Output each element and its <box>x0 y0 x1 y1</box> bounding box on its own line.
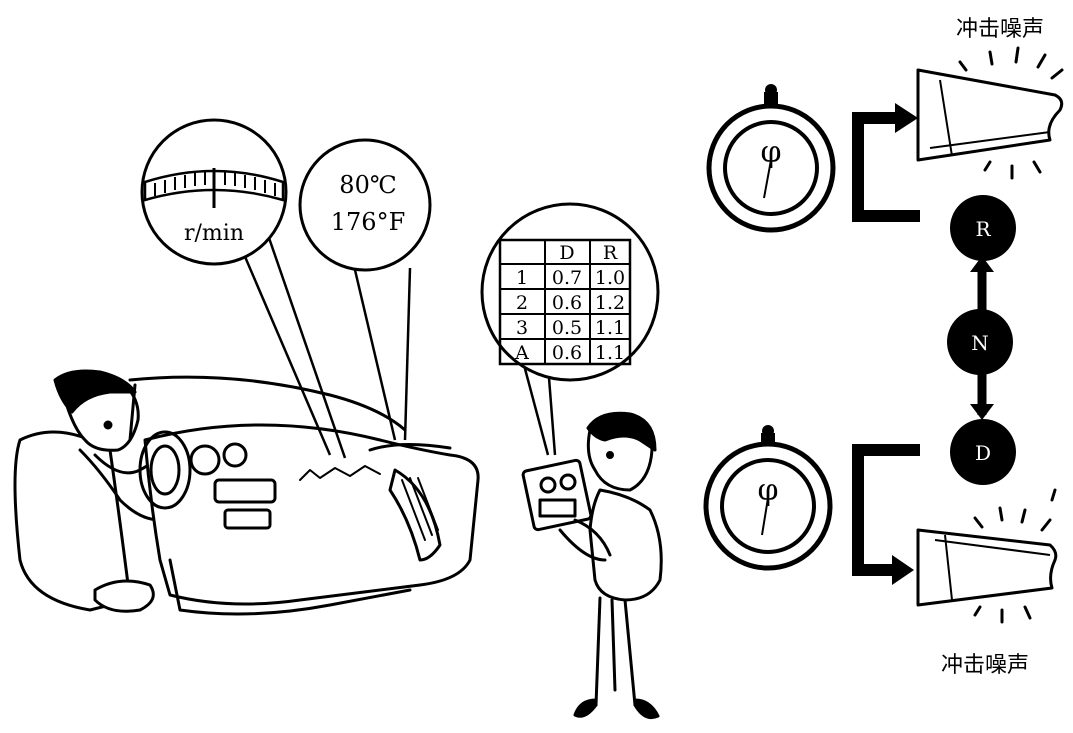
table-header-cell: R <box>603 242 618 264</box>
table-cell: 1.1 <box>595 317 625 339</box>
arrow-to-bottom-speaker <box>892 555 914 585</box>
tachometer-unit-label: r/min <box>184 221 244 246</box>
table-cell: 2 <box>516 292 528 314</box>
stopwatch-top-symbol: φ <box>760 135 781 170</box>
impact-noise-label-top: 冲击噪声 <box>956 17 1044 42</box>
delay-time-table <box>498 238 632 366</box>
gear-d-label: D <box>975 441 991 465</box>
gear-r-ball <box>950 195 1016 261</box>
temperature-fahrenheit-label: 176°F <box>331 208 405 236</box>
arrow-to-top-speaker <box>895 103 918 133</box>
impact-noise-speaker-top <box>916 68 1064 162</box>
table-cell: 0.7 <box>552 267 582 289</box>
bracket-arrow-bottom <box>852 444 920 576</box>
temperature-celsius-label: 80℃ <box>339 171 396 199</box>
stopwatch-top: φ <box>706 84 836 233</box>
table-cell: A <box>514 342 529 364</box>
gear-n-ball <box>947 309 1013 375</box>
technician-figure <box>521 411 663 720</box>
table-cell: 0.5 <box>552 317 582 339</box>
stopwatch-bottom: φ <box>703 425 833 571</box>
table-cell: 1.0 <box>595 267 625 289</box>
table-header-cell: D <box>559 242 574 264</box>
shock-lines-top <box>958 46 1064 180</box>
gear-r-label: R <box>975 217 991 241</box>
table-cell: 1.1 <box>595 342 625 364</box>
gear-n-label: N <box>971 331 989 355</box>
bracket-arrow-top <box>852 112 920 222</box>
table-cell: 1.2 <box>595 292 625 314</box>
table-cell: 0.6 <box>552 292 582 314</box>
temperature-callout: 80℃ 176°F <box>298 138 432 441</box>
gear-sequence: R N D <box>947 195 1016 485</box>
table-cell: 0.6 <box>552 342 582 364</box>
stopwatch-bottom-symbol: φ <box>757 473 778 508</box>
tachometer-callout: r/min <box>140 118 347 459</box>
impact-noise-label-bottom: 冲击噪声 <box>941 653 1029 678</box>
shock-lines-bottom <box>973 488 1057 624</box>
car-interior-with-driver <box>13 369 480 616</box>
table-cell: 3 <box>516 317 528 339</box>
impact-noise-speaker-bottom <box>916 528 1058 607</box>
gear-d-ball <box>950 419 1016 485</box>
table-cell: 1 <box>516 267 528 289</box>
